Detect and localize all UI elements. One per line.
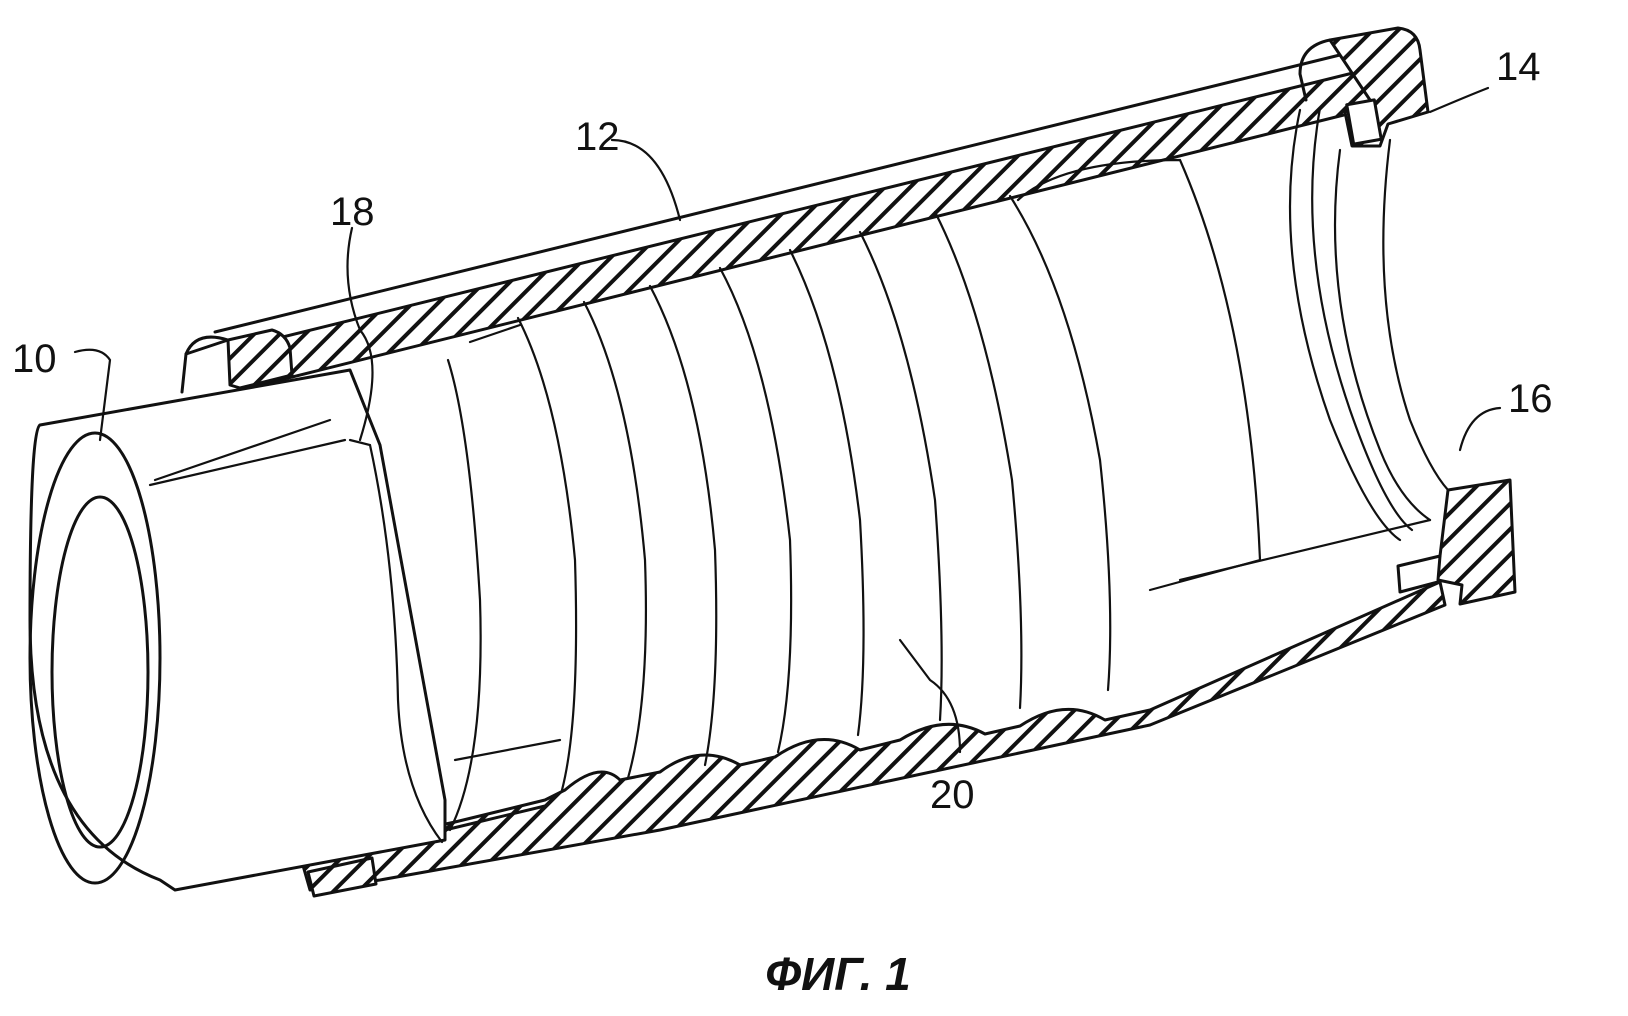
corrugation-rings	[453, 158, 1432, 792]
left-flange	[180, 328, 294, 394]
sleeve-top-wall	[213, 50, 1374, 392]
label-12: 12	[575, 115, 620, 159]
label-16: 16	[1508, 377, 1553, 421]
label-14: 14	[1496, 45, 1541, 89]
right-end-opening	[1288, 106, 1450, 542]
label-20: 20	[930, 773, 975, 817]
label-18: 18	[330, 190, 375, 234]
right-flange-bottom	[1396, 478, 1517, 606]
label-10: 10	[12, 337, 57, 381]
pipe-10	[28, 358, 482, 892]
figure-caption: ФИГ. 1	[765, 948, 910, 1000]
right-flange-top	[1298, 26, 1430, 148]
leader-lines	[73, 86, 1502, 754]
left-bottom-stub	[306, 856, 378, 898]
